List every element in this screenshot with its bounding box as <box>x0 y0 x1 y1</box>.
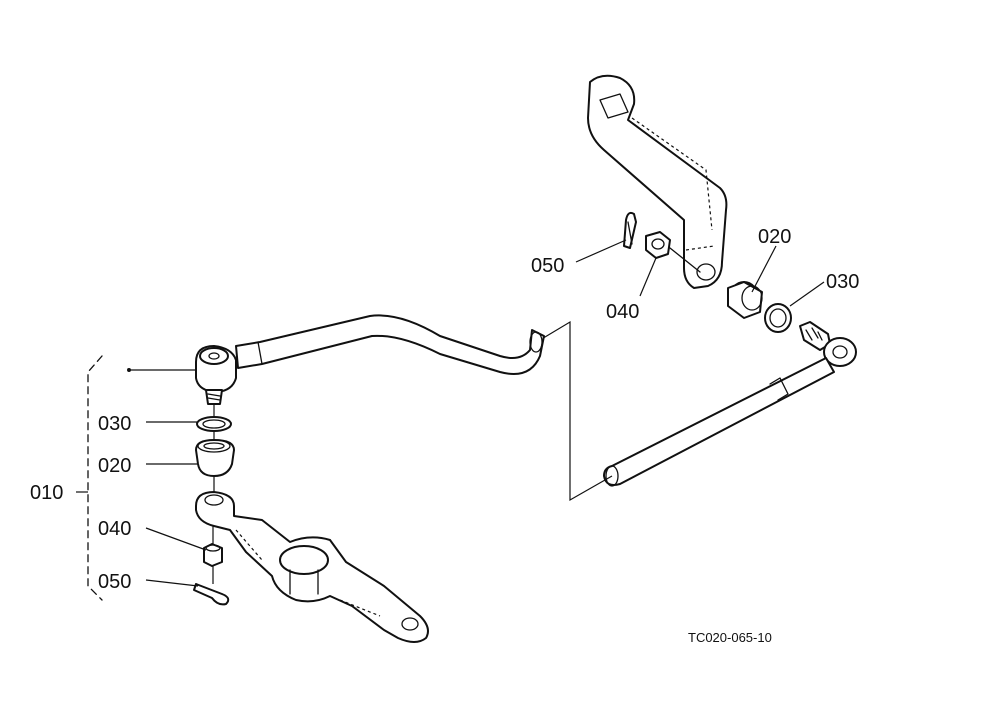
cotter-pin-left <box>193 583 230 606</box>
tie-rod-end-right <box>799 321 857 367</box>
label-left-030: 030 <box>98 413 131 435</box>
ring-left <box>196 416 232 432</box>
drawing-code: TC020-065-10 <box>688 630 772 645</box>
dust-cover-right <box>727 281 763 319</box>
drag-rod-left <box>235 314 545 375</box>
dust-cover-left <box>195 439 235 477</box>
leader-right-030 <box>789 281 825 307</box>
leader-left-050 <box>145 579 199 587</box>
label-right-030: 030 <box>826 271 859 293</box>
label-left-050: 050 <box>98 571 131 593</box>
label-right-050: 050 <box>531 255 564 277</box>
cotter-pin-right <box>623 211 637 249</box>
label-right-040: 040 <box>606 301 639 323</box>
leader-left-040 <box>145 527 207 551</box>
assembly-axis <box>212 404 215 584</box>
label-left-020: 020 <box>98 455 131 477</box>
label-left-040: 040 <box>98 518 131 540</box>
continuation-line <box>539 320 613 502</box>
leader-right-050 <box>575 239 627 263</box>
tie-rod-end-left <box>195 345 237 405</box>
pitman-arm <box>587 74 728 289</box>
drag-rod-right <box>603 357 835 487</box>
label-assembly-010: 010 <box>30 482 63 504</box>
castle-nut-right <box>645 231 701 273</box>
label-right-020: 020 <box>758 226 791 248</box>
knuckle-arm <box>195 491 429 643</box>
assembly-bracket <box>87 355 103 601</box>
leader-right-020 <box>751 245 777 293</box>
ring-right <box>764 303 792 333</box>
castle-nut-left <box>203 543 223 567</box>
leader-right-040 <box>639 257 657 297</box>
